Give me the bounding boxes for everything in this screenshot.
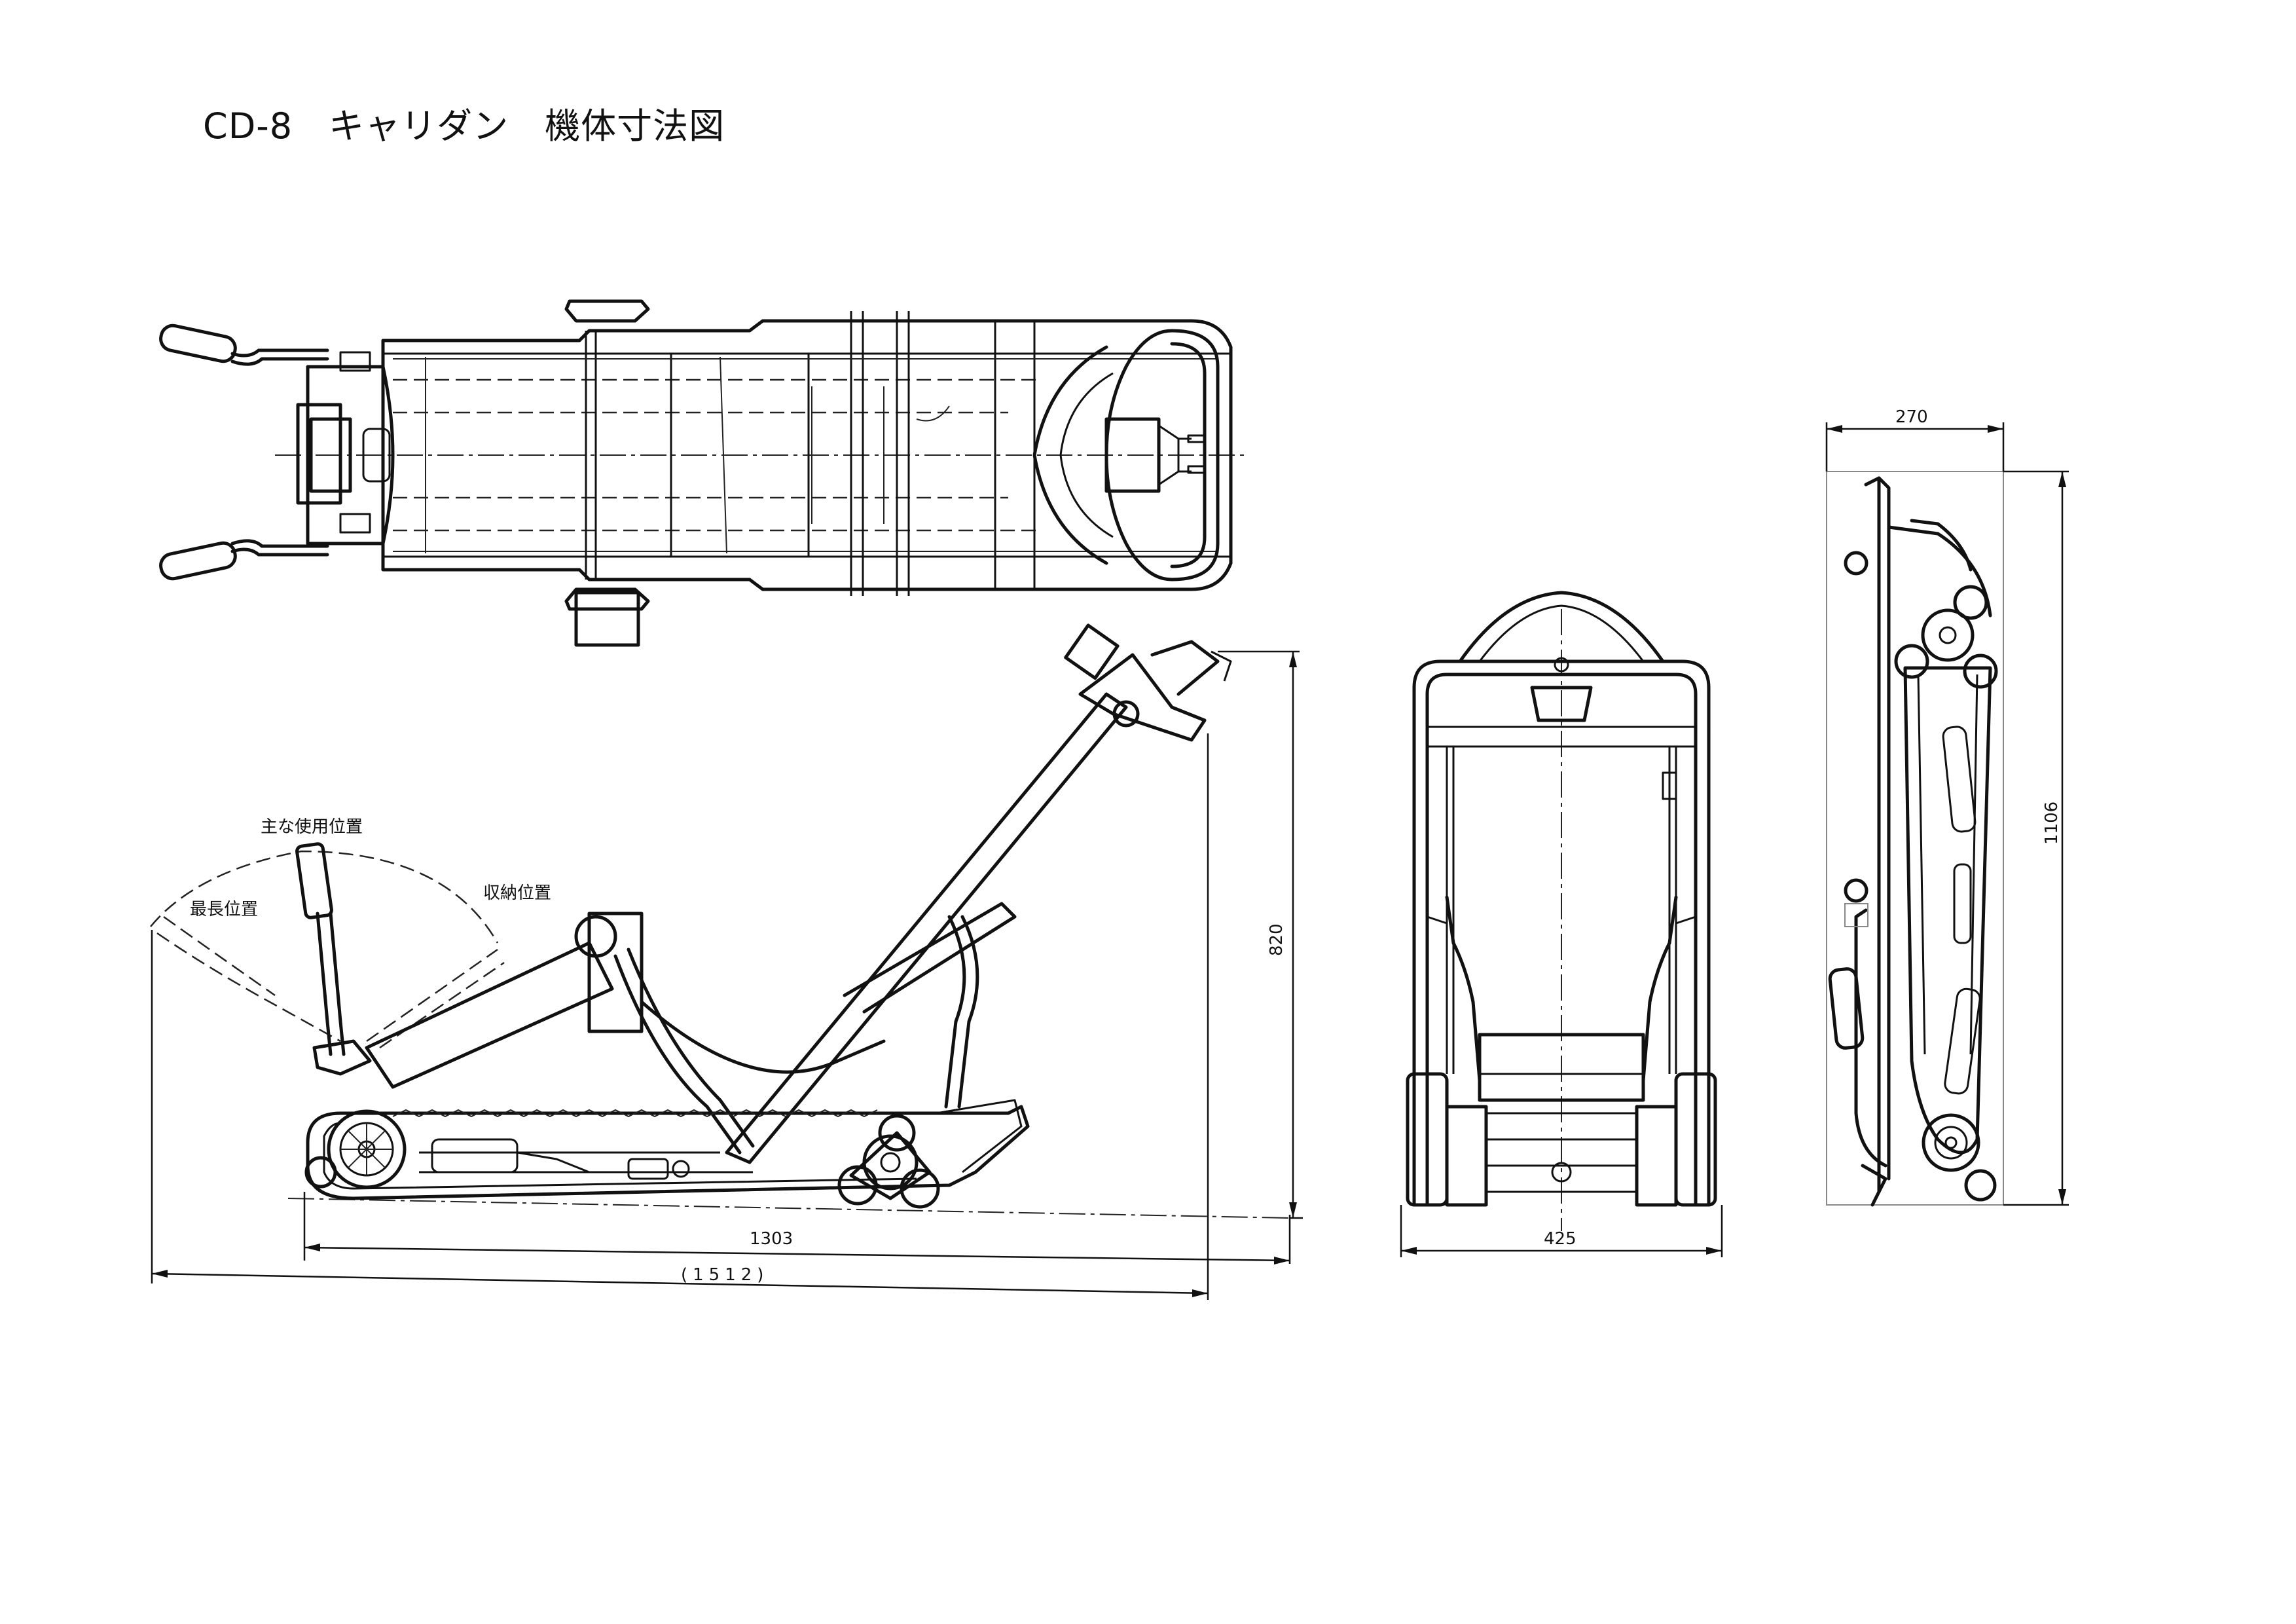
top-handle-lower (159, 539, 329, 581)
label-storage-position: 収納位置 (483, 883, 551, 903)
side-seat (613, 948, 886, 1154)
handle-swing-arc (150, 850, 499, 944)
top-pedals (564, 299, 650, 647)
side-upright (725, 623, 1232, 1164)
side-handle (295, 842, 372, 1076)
folded-frame (1828, 476, 1992, 1207)
top-view (159, 299, 1244, 647)
dim-track-length: 1303 (303, 1192, 1291, 1264)
side-view: 主な使用位置 最長位置 収納位置 1303 (1512) (150, 623, 1303, 1300)
front-base (1406, 1033, 1717, 1207)
drawing-title: CD-8 キャリダン 機体寸法図 (203, 105, 725, 147)
front-frame (1412, 657, 1711, 1207)
dim-overall-length: (1512) (151, 733, 1209, 1300)
dim-front-width: 425 (1400, 1205, 1723, 1257)
dim-folded-width-text: 270 (1895, 407, 1928, 427)
label-longest-position: 最長位置 (190, 900, 258, 919)
dim-track-length-text: 1303 (750, 1229, 793, 1249)
folded-wheels (1844, 551, 1998, 1202)
dim-folded-length: 1106 (2003, 470, 2069, 1206)
top-handle-upper (159, 323, 329, 366)
dim-height: 820 (1218, 650, 1303, 1219)
front-seat-back (1458, 591, 1665, 663)
dim-height-text: 820 (1267, 923, 1286, 956)
dim-front-width-text: 425 (1544, 1229, 1576, 1249)
dim-folded-width: 270 (1825, 407, 2005, 471)
dim-overall-length-text: (1512) (681, 1265, 769, 1285)
side-track (306, 1099, 1030, 1200)
label-main-use-position: 主な使用位置 (261, 817, 363, 837)
side-rear-wheel (304, 1109, 407, 1189)
front-view: 425 (1400, 591, 1723, 1257)
top-control-box (296, 351, 395, 545)
side-handle-arm (365, 912, 644, 1089)
folded-view: 270 1106 (1825, 407, 2069, 1207)
top-front-bumper (1032, 329, 1220, 581)
top-frame (381, 311, 1233, 596)
side-front-wheels (837, 1114, 940, 1209)
dim-folded-length-text: 1106 (2042, 802, 2062, 845)
